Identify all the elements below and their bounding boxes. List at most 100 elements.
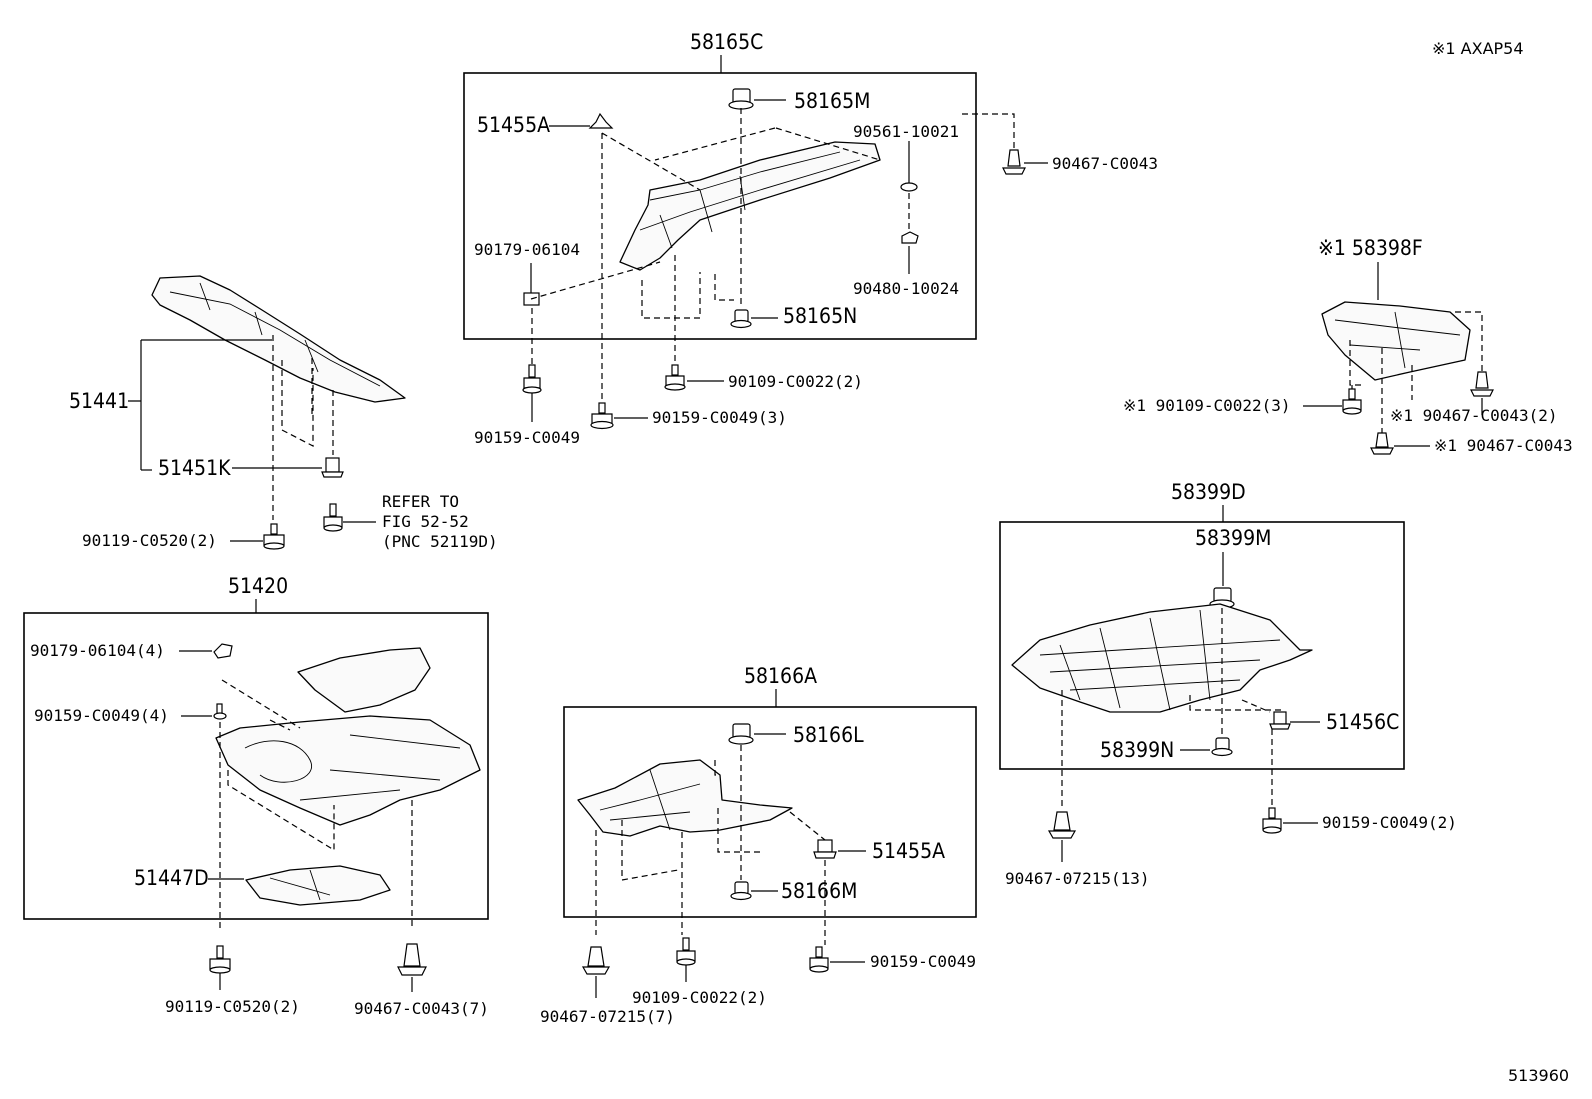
group-58165c: 58165C 51455A 58165M 90561-10021 90480-1… [463, 30, 1158, 447]
label-90159-c0049-4: 90159-C0049(4) [34, 706, 169, 725]
label-51455a-b: 51455A [872, 839, 945, 863]
group-box-58165c [463, 72, 977, 340]
group-box-51420 [23, 612, 489, 920]
clip-90467-b[interactable] [1470, 371, 1494, 397]
group-58398f: ※1 58398F ※1 90467-C0043(2) ※1 90109-C00… [1123, 236, 1573, 455]
refer-line-3: (PNC 52119D) [382, 532, 498, 551]
part-58165c-shield [619, 141, 881, 271]
label-58165m: 58165M [794, 89, 870, 113]
dashed-alignment-line [530, 108, 910, 405]
label-90179-06104: 90179-06104 [474, 240, 580, 259]
bolt-90119-a[interactable] [263, 523, 285, 550]
label-51456c: 51456C [1326, 710, 1399, 734]
clip-90467-c[interactable] [1370, 432, 1394, 455]
clip-51456c[interactable] [1269, 711, 1291, 730]
bolt-90159-d[interactable] [809, 946, 829, 973]
label-58399m: 58399M [1195, 526, 1271, 550]
label-51447d: 51447D [134, 866, 209, 890]
grommet-58165n[interactable] [730, 309, 752, 329]
clip-90467-f[interactable] [1047, 811, 1077, 839]
nut-90480[interactable] [901, 231, 919, 244]
grommet-58399n[interactable] [1211, 737, 1233, 757]
clip-90467-a[interactable] [1002, 149, 1026, 175]
label-90159-c0049: 90159-C0049 [474, 428, 580, 447]
part-58398f-cover [1321, 301, 1471, 381]
leader-line [128, 339, 272, 470]
clip-51455a-b[interactable] [813, 839, 837, 859]
group-title-58399d: 58399D [1171, 480, 1246, 504]
rib-line [1039, 609, 1281, 711]
bolt-90159-refer[interactable] [323, 503, 343, 532]
label-90119-c0520-2b: 90119-C0520(2) [165, 997, 300, 1016]
rib-line [1334, 311, 1461, 369]
bolt-90159-c[interactable] [213, 703, 227, 720]
bolt-90109-c[interactable] [676, 937, 696, 966]
part-51420-main [215, 715, 481, 826]
refer-line-2: FIG 52-52 [382, 512, 469, 531]
label-90159-c0049-3: 90159-C0049(3) [652, 408, 787, 427]
label-90467-07215-13: 90467-07215(13) [1005, 869, 1150, 888]
label-90109-c0022-3: ※1 90109-C0022(3) [1123, 396, 1291, 415]
nut-90561[interactable] [900, 182, 918, 192]
bolt-90159-b[interactable] [590, 402, 614, 430]
part-58166a-shield [577, 759, 793, 837]
label-90480-10024: 90480-10024 [853, 279, 959, 298]
figure-number: 513960 [1508, 1066, 1569, 1085]
label-90467-c0043-2: ※1 90467-C0043(2) [1390, 406, 1558, 425]
label-58166m: 58166M [781, 879, 857, 903]
rib-line [639, 159, 861, 231]
label-90109-c0022-2: 90109-C0022(2) [728, 372, 863, 391]
nut-90179-b[interactable] [213, 643, 233, 659]
label-90467-c0043-7: 90467-C0043(7) [354, 999, 489, 1018]
corner-note: ※1 AXAP54 [1432, 39, 1524, 58]
label-58165n: 58165N [783, 304, 857, 328]
bolt-90159-e[interactable] [1262, 807, 1282, 834]
bolt-90109-a[interactable] [664, 364, 686, 391]
clip-90467-e[interactable] [581, 946, 611, 975]
rib-line [599, 769, 701, 831]
grommet-58166l[interactable] [728, 723, 754, 745]
label-90467-c0043: 90467-C0043 [1052, 154, 1158, 173]
label-51441: 51441 [69, 389, 129, 413]
group-58166a: 58166A 58166L 51455A 58166M 90467-072 [540, 664, 977, 1026]
label-58398f: ※1 58398F [1318, 236, 1423, 260]
label-90159-c0049-2: 90159-C0049(2) [1322, 813, 1457, 832]
group-title-58166a: 58166A [744, 664, 817, 688]
label-90179-06104-4: 90179-06104(4) [30, 641, 165, 660]
clip-90467-d[interactable] [397, 943, 427, 976]
bolt-90159-a[interactable] [522, 364, 542, 394]
rib-line [199, 282, 319, 373]
group-51441: 51441 51451K REFER TO FIG 52-52 (PNC 521… [69, 275, 498, 551]
dashed-alignment-line [962, 113, 1015, 150]
dashed-alignment-line [595, 745, 826, 945]
rib-line [169, 291, 381, 387]
rib-line [269, 869, 331, 901]
part-51441-cover [151, 275, 406, 403]
dashed-alignment-line [1349, 311, 1483, 440]
label-90119-c0520-2: 90119-C0520(2) [82, 531, 217, 550]
group-box-58399d [999, 521, 1405, 770]
dashed-alignment-line [272, 335, 334, 520]
group-box-58166a [563, 706, 977, 918]
grommet-58165m[interactable] [728, 88, 754, 110]
rib-line [244, 734, 461, 801]
part-51447d-plate [245, 865, 391, 906]
part-51420-subcover [297, 647, 431, 713]
grommet-58166m[interactable] [730, 881, 752, 901]
bolt-90119-b[interactable] [209, 945, 231, 974]
bolt-90109-b[interactable] [1342, 388, 1362, 415]
label-90467-c0043-b: ※1 90467-C0043 [1434, 436, 1573, 455]
dashed-alignment-line [1061, 608, 1285, 810]
clip-51455a[interactable] [588, 112, 614, 129]
label-51455a: 51455A [477, 113, 550, 137]
label-90109-c0022-2b: 90109-C0022(2) [632, 988, 767, 1007]
label-90467-07215-7: 90467-07215(7) [540, 1007, 675, 1026]
label-90561-10021: 90561-10021 [853, 122, 959, 141]
dashed-alignment-line [219, 679, 413, 930]
label-90159-c0049-b: 90159-C0049 [870, 952, 976, 971]
label-51451k: 51451K [158, 456, 231, 480]
clip-51451k[interactable] [321, 457, 344, 478]
group-58399d: 58399D 58399M 51456C 58399N 90467-072 [999, 480, 1457, 888]
